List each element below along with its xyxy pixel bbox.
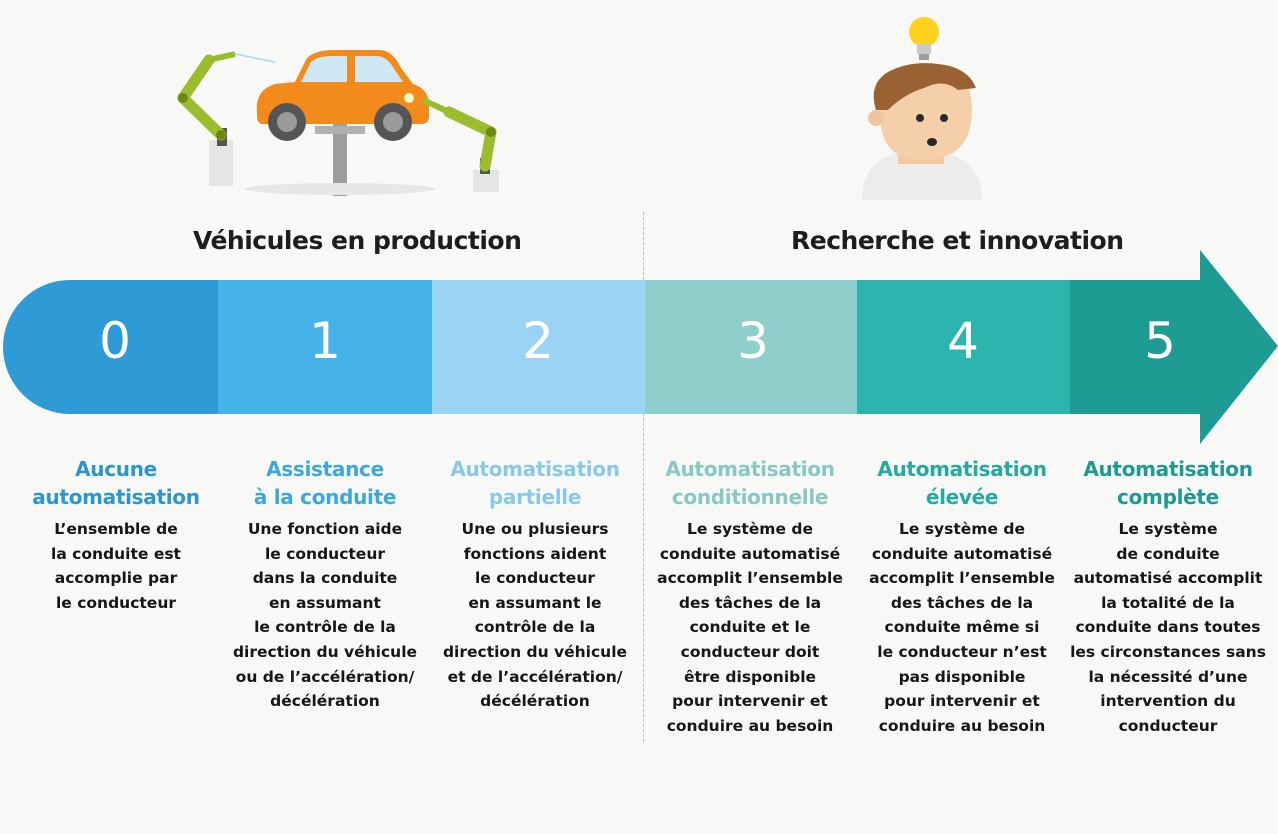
desc-line: pour intervenir et xyxy=(672,692,828,711)
desc-line: accomplie par xyxy=(54,569,178,588)
desc-line: conduite même si xyxy=(884,618,1040,637)
level-title-line: Assistance xyxy=(266,457,384,481)
robot-arm-left-icon xyxy=(177,51,276,186)
desc-line: Une fonction aide xyxy=(247,520,403,538)
level-title-5: Automatisation complète xyxy=(1062,455,1274,511)
desc-line: et de l’accélération/ xyxy=(447,667,623,686)
desc-line: Le système de xyxy=(899,520,1025,538)
level-description-2: Une ou plusieurs fonctions aident le con… xyxy=(429,517,641,714)
level-number-5: 5 xyxy=(1144,312,1176,370)
level-number-1: 1 xyxy=(309,312,341,370)
level-number-0: 0 xyxy=(99,312,131,370)
desc-line: direction du véhicule xyxy=(232,642,418,661)
desc-line: fonctions aident xyxy=(463,544,607,563)
level-title-line: conditionnelle xyxy=(671,485,829,509)
desc-line: le conducteur xyxy=(55,593,176,612)
car-icon xyxy=(256,50,429,141)
desc-line: L’ensemble de xyxy=(54,520,178,538)
level-title-0: Aucune automatisation xyxy=(10,455,222,511)
level-column-0: Aucune automatisation L’ensemble de la c… xyxy=(10,455,222,615)
car-production-illustration xyxy=(177,50,499,196)
level-title-line: automatisation xyxy=(32,485,200,509)
level-title-1: Assistance à la conduite xyxy=(219,455,431,511)
level-description-3: Le système de conduite automatisé accomp… xyxy=(644,517,856,738)
level-column-2: Automatisation partielle Une ou plusieur… xyxy=(429,455,641,714)
desc-line: le contrôle de la xyxy=(254,618,396,637)
level-column-5: Automatisation complète Le système de co… xyxy=(1062,455,1274,738)
desc-line: des tâches de la xyxy=(890,593,1034,612)
light-bulb-icon xyxy=(909,17,939,60)
level-title-line: Aucune xyxy=(75,457,157,481)
desc-line: conducteur xyxy=(1118,716,1218,735)
desc-line: conducteur doit xyxy=(680,642,820,661)
desc-line: de conduite xyxy=(1116,544,1220,563)
section-divider xyxy=(643,212,644,742)
desc-line: automatisé accomplit xyxy=(1073,569,1263,588)
desc-line: Le système xyxy=(1118,520,1218,538)
desc-line: en assumant le xyxy=(468,593,602,612)
desc-line: conduire au besoin xyxy=(878,716,1046,735)
desc-line: pour intervenir et xyxy=(884,692,1040,711)
level-segment-4 xyxy=(857,250,1070,444)
level-segment-1 xyxy=(218,250,432,444)
desc-line: le conducteur xyxy=(264,544,385,563)
robot-arm-right-icon xyxy=(404,93,499,192)
desc-line: direction du véhicule xyxy=(442,642,628,661)
section-title-research: Recherche et innovation xyxy=(791,226,1124,255)
desc-line: la conduite est xyxy=(51,544,181,563)
desc-line: conduite automatisé xyxy=(871,544,1053,563)
desc-line: les circonstances sans xyxy=(1070,642,1266,661)
desc-line: pas disponible xyxy=(898,667,1026,686)
desc-line: ou de l’accélération/ xyxy=(235,667,415,686)
level-title-3: Automatisation conditionnelle xyxy=(644,455,856,511)
level-title-2: Automatisation partielle xyxy=(429,455,641,511)
level-description-4: Le système de conduite automatisé accomp… xyxy=(856,517,1068,738)
level-column-3: Automatisation conditionnelle Le système… xyxy=(644,455,856,738)
desc-line: être disponible xyxy=(683,667,817,686)
desc-line: des tâches de la xyxy=(678,593,822,612)
desc-line: accomplit l’ensemble xyxy=(657,569,843,588)
level-number-3: 3 xyxy=(737,312,769,370)
desc-line: Une ou plusieurs xyxy=(461,520,609,538)
level-title-line: Automatisation xyxy=(877,457,1047,481)
level-title-line: à la conduite xyxy=(253,485,397,509)
desc-line: contrôle de la xyxy=(474,618,596,637)
desc-line: dans la conduite xyxy=(252,569,398,588)
person-idea-illustration xyxy=(862,17,982,200)
desc-line: en assumant xyxy=(269,593,381,612)
desc-line: décélération xyxy=(270,692,380,711)
level-title-line: Automatisation xyxy=(665,457,835,481)
desc-line: la nécessité d’une xyxy=(1088,667,1248,686)
level-title-line: Automatisation xyxy=(450,457,620,481)
level-title-line: partielle xyxy=(488,485,582,509)
level-number-2: 2 xyxy=(522,312,554,370)
lift-column-icon xyxy=(333,122,347,196)
level-description-1: Une fonction aide le conducteur dans la … xyxy=(219,517,431,714)
desc-line: accomplit l’ensemble xyxy=(869,569,1055,588)
level-segment-3 xyxy=(645,250,857,444)
level-description-0: L’ensemble de la conduite est accomplie … xyxy=(10,517,222,615)
section-title-production: Véhicules en production xyxy=(193,226,522,255)
level-title-line: Automatisation xyxy=(1083,457,1253,481)
level-number-4: 4 xyxy=(947,312,979,370)
desc-line: la totalité de la xyxy=(1101,593,1235,612)
level-column-4: Automatisation élevée Le système de cond… xyxy=(856,455,1068,738)
desc-line: conduite dans toutes xyxy=(1075,618,1261,637)
level-description-5: Le système de conduite automatisé accomp… xyxy=(1062,517,1274,738)
desc-line: le conducteur n’est xyxy=(877,642,1047,661)
desc-line: le conducteur xyxy=(474,569,595,588)
desc-line: conduite automatisé xyxy=(659,544,841,563)
desc-line: conduite et le xyxy=(689,618,811,637)
level-segment-2 xyxy=(432,250,645,444)
levels-arrow-bar xyxy=(3,250,1278,444)
desc-line: conduire au besoin xyxy=(666,716,834,735)
level-column-1: Assistance à la conduite Une fonction ai… xyxy=(219,455,431,714)
desc-line: intervention du xyxy=(1100,692,1236,711)
desc-line: Le système de xyxy=(687,520,813,538)
desc-line: décélération xyxy=(480,692,590,711)
level-title-line: complète xyxy=(1117,485,1219,509)
level-title-4: Automatisation élevée xyxy=(856,455,1068,511)
person-icon xyxy=(862,63,982,200)
level-title-line: élevée xyxy=(925,485,999,509)
